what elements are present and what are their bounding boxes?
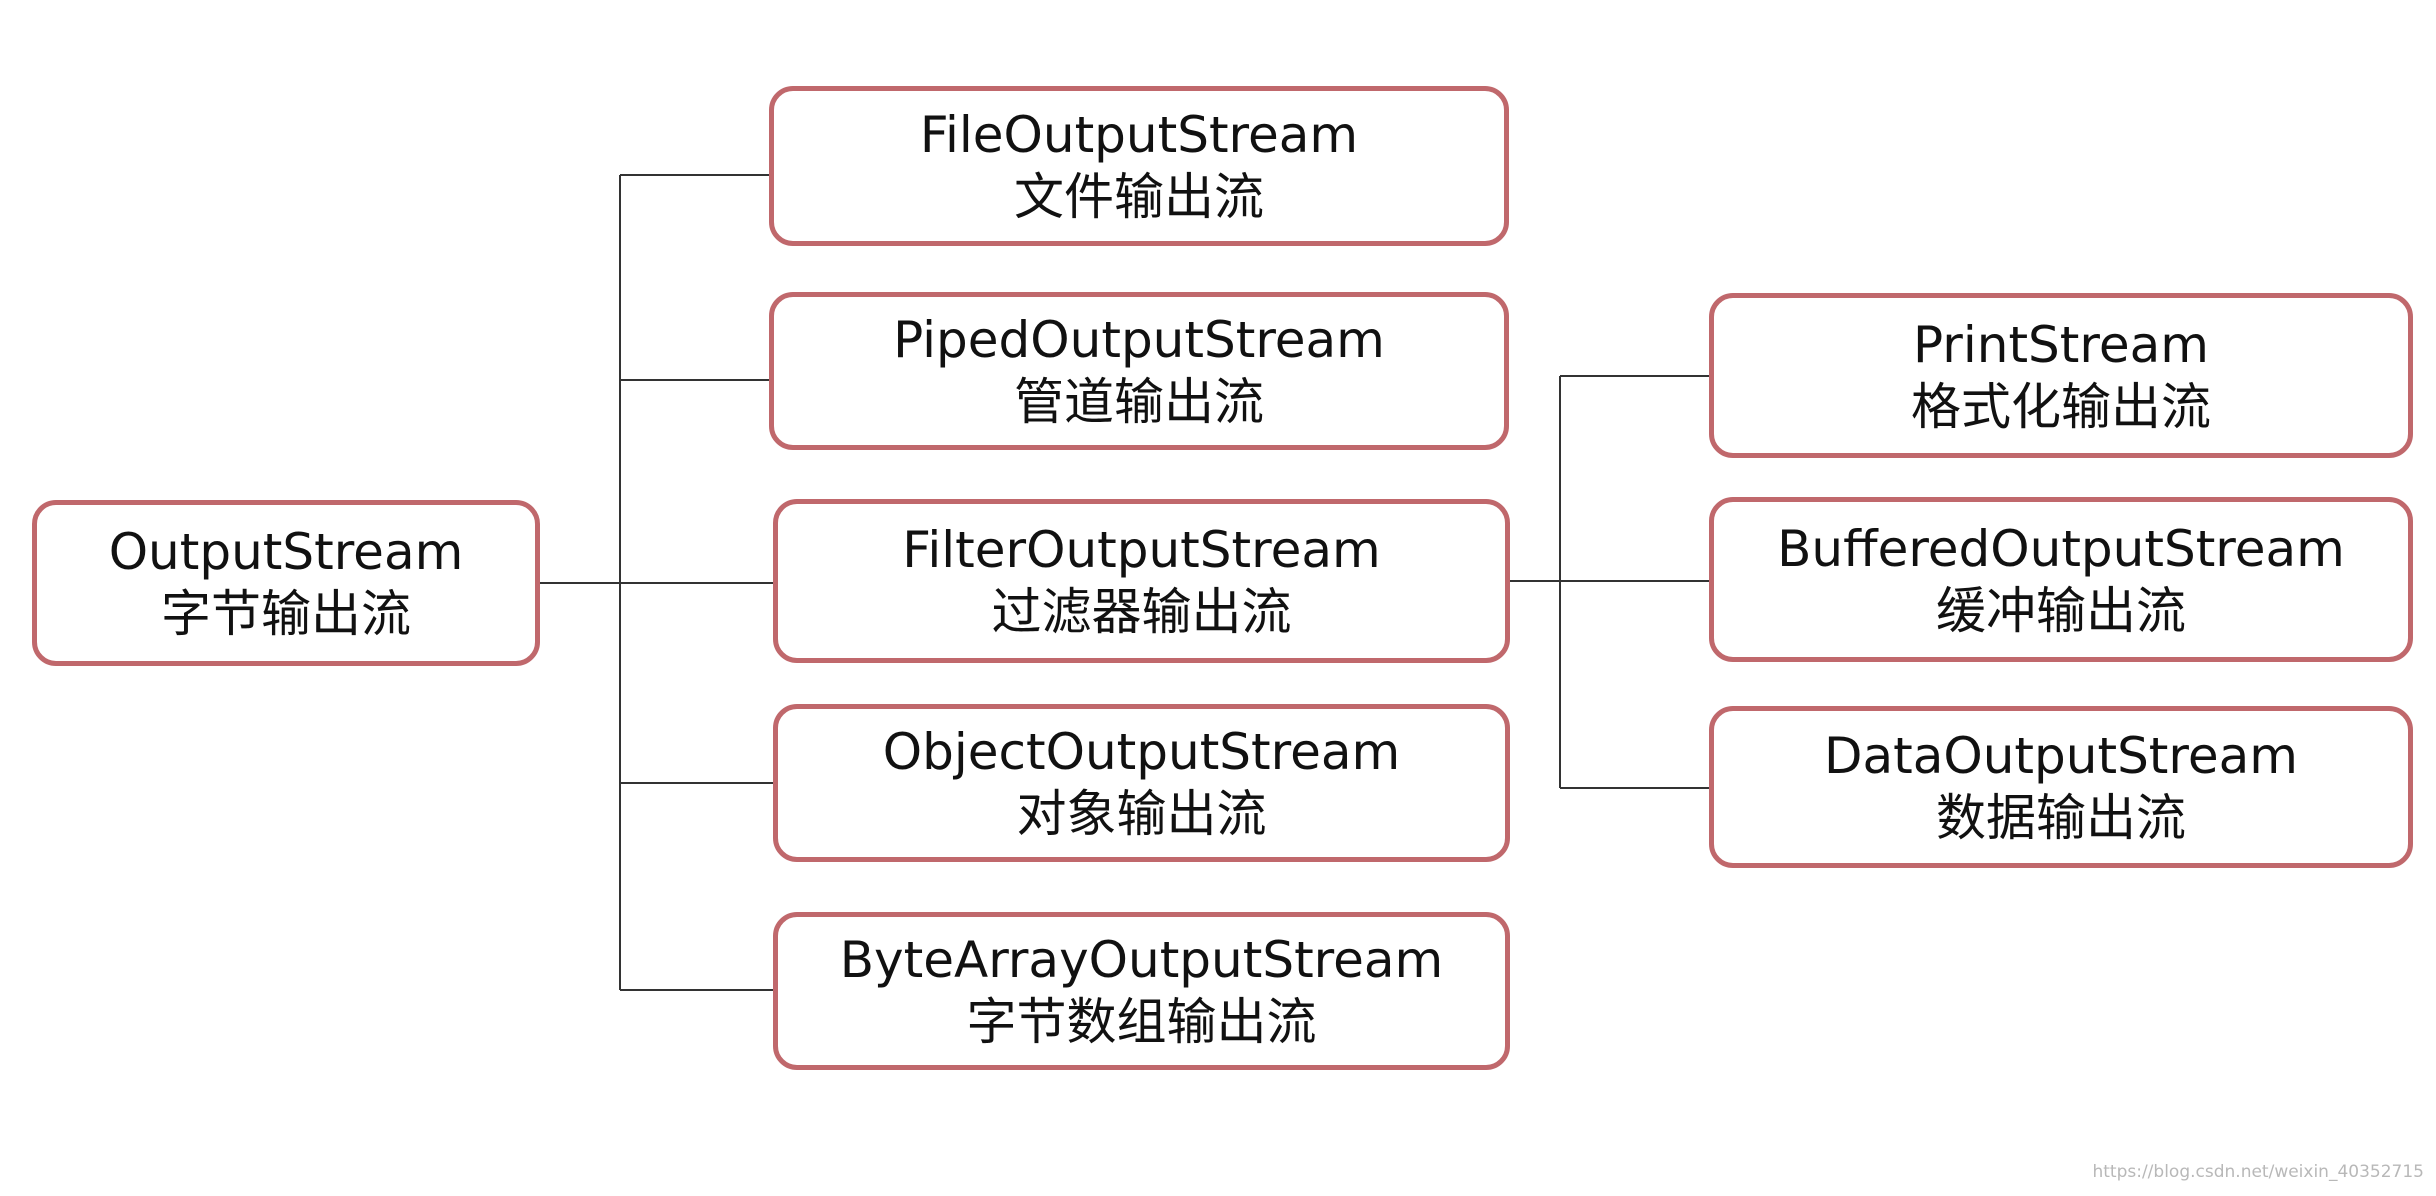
node-label-zh: 字节数组输出流 [966, 993, 1317, 1051]
watermark: https://blog.csdn.net/weixin_40352715 [2092, 1162, 2424, 1182]
node-printstream: PrintStream 格式化输出流 [1709, 293, 2413, 458]
node-bytearrayoutputstream: ByteArrayOutputStream 字节数组输出流 [773, 912, 1510, 1070]
node-label-zh: 管道输出流 [1014, 373, 1264, 431]
node-label-en: DataOutputStream [1824, 727, 2298, 785]
node-label-zh: 过滤器输出流 [991, 583, 1292, 641]
node-label-zh: 缓冲输出流 [1936, 581, 2186, 640]
node-label-en: ByteArrayOutputStream [839, 931, 1444, 989]
node-label-en: FileOutputStream [919, 106, 1359, 164]
node-filteroutputstream: FilterOutputStream 过滤器输出流 [773, 499, 1510, 663]
node-label-zh: 数据输出流 [1936, 789, 2186, 847]
node-outputstream: OutputStream 字节输出流 [32, 500, 540, 666]
node-label-en: OutputStream [108, 523, 464, 581]
node-label-en: PrintStream [1913, 315, 2209, 374]
node-label-en: FilterOutputStream [902, 521, 1381, 579]
node-label-zh: 对象输出流 [1016, 785, 1267, 843]
node-label-en: ObjectOutputStream [882, 723, 1401, 781]
node-pipedoutputstream: PipedOutputStream 管道输出流 [769, 292, 1509, 450]
node-label-zh: 格式化输出流 [1911, 377, 2211, 436]
node-fileoutputstream: FileOutputStream 文件输出流 [769, 86, 1509, 246]
node-label-en: PipedOutputStream [893, 311, 1385, 369]
node-objectoutputstream: ObjectOutputStream 对象输出流 [773, 704, 1510, 862]
node-bufferedoutputstream: BufferedOutputStream 缓冲输出流 [1709, 497, 2413, 662]
node-label-en: BufferedOutputStream [1777, 519, 2345, 578]
node-dataoutputstream: DataOutputStream 数据输出流 [1709, 706, 2413, 868]
node-label-zh: 文件输出流 [1014, 168, 1264, 226]
node-label-zh: 字节输出流 [161, 585, 411, 643]
